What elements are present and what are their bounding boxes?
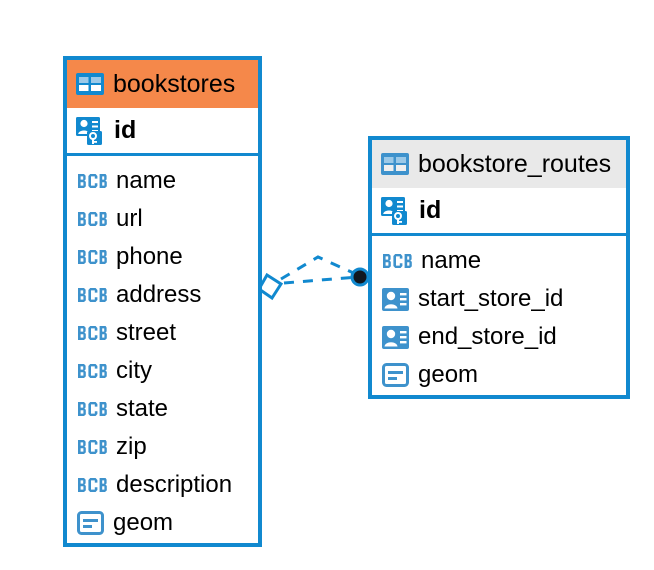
primary-key-row[interactable]: id [372,188,626,236]
primary-key-label: id [419,196,442,224]
field-row-description[interactable]: description [67,466,258,504]
field-label: start_store_id [418,285,564,312]
field-label: name [116,167,177,194]
field-label: phone [116,243,183,270]
abc-text-icon [77,287,107,303]
entity-bookstores[interactable]: bookstores id [63,56,262,547]
field-row-city[interactable]: city [67,352,258,390]
abc-text-icon [77,173,107,189]
field-row-state[interactable]: state [67,390,258,428]
foreign-key-icon [382,287,409,311]
abc-text-icon [77,363,107,379]
field-row-zip[interactable]: zip [67,428,258,466]
field-label: name [421,247,482,274]
relationship-line-lower [283,275,359,285]
field-list-bookstore-routes: name start_store_id [372,236,626,400]
field-label: end_store_id [418,323,557,350]
field-label: state [116,395,169,422]
field-row-name[interactable]: name [372,242,626,280]
abc-text-icon [77,325,107,341]
field-row-name[interactable]: name [67,162,258,200]
field-row-geom[interactable]: geom [372,356,626,394]
entity-bookstore-routes[interactable]: bookstore_routes id [368,136,630,399]
abc-text-icon [77,249,107,265]
entity-title: bookstore_routes [418,149,612,178]
field-row-start-store-id[interactable]: start_store_id [372,280,626,318]
field-label: geom [418,361,479,388]
foreign-key-icon [382,325,409,349]
table-icon [76,73,104,95]
field-label: zip [116,433,147,460]
field-label: city [116,357,152,384]
primary-key-icon [381,196,411,225]
field-label: description [116,471,233,498]
diamond-marker [257,272,284,301]
field-label: address [116,281,202,308]
geometry-icon [77,511,104,535]
entity-header-bookstore-routes: bookstore_routes [372,140,626,188]
abc-text-icon [77,439,107,455]
primary-key-row[interactable]: id [67,108,258,156]
circle-marker [350,267,370,287]
abc-text-icon [77,211,107,227]
abc-text-icon [382,253,412,269]
field-row-street[interactable]: street [67,314,258,352]
entity-title: bookstores [113,69,236,98]
field-row-url[interactable]: url [67,200,258,238]
abc-text-icon [77,401,107,417]
field-row-address[interactable]: address [67,276,258,314]
primary-key-icon [76,116,106,145]
field-label: geom [113,509,174,536]
field-label: url [116,205,143,232]
field-row-geom[interactable]: geom [67,504,258,542]
entity-header-bookstores: bookstores [67,60,258,108]
field-label: street [116,319,177,346]
primary-key-label: id [114,116,137,144]
relationship-line-upper [280,255,359,281]
field-row-phone[interactable]: phone [67,238,258,276]
field-row-end-store-id[interactable]: end_store_id [372,318,626,356]
abc-text-icon [77,477,107,493]
field-list-bookstores: name url [67,156,258,548]
table-icon [381,153,409,175]
geometry-icon [382,363,409,387]
